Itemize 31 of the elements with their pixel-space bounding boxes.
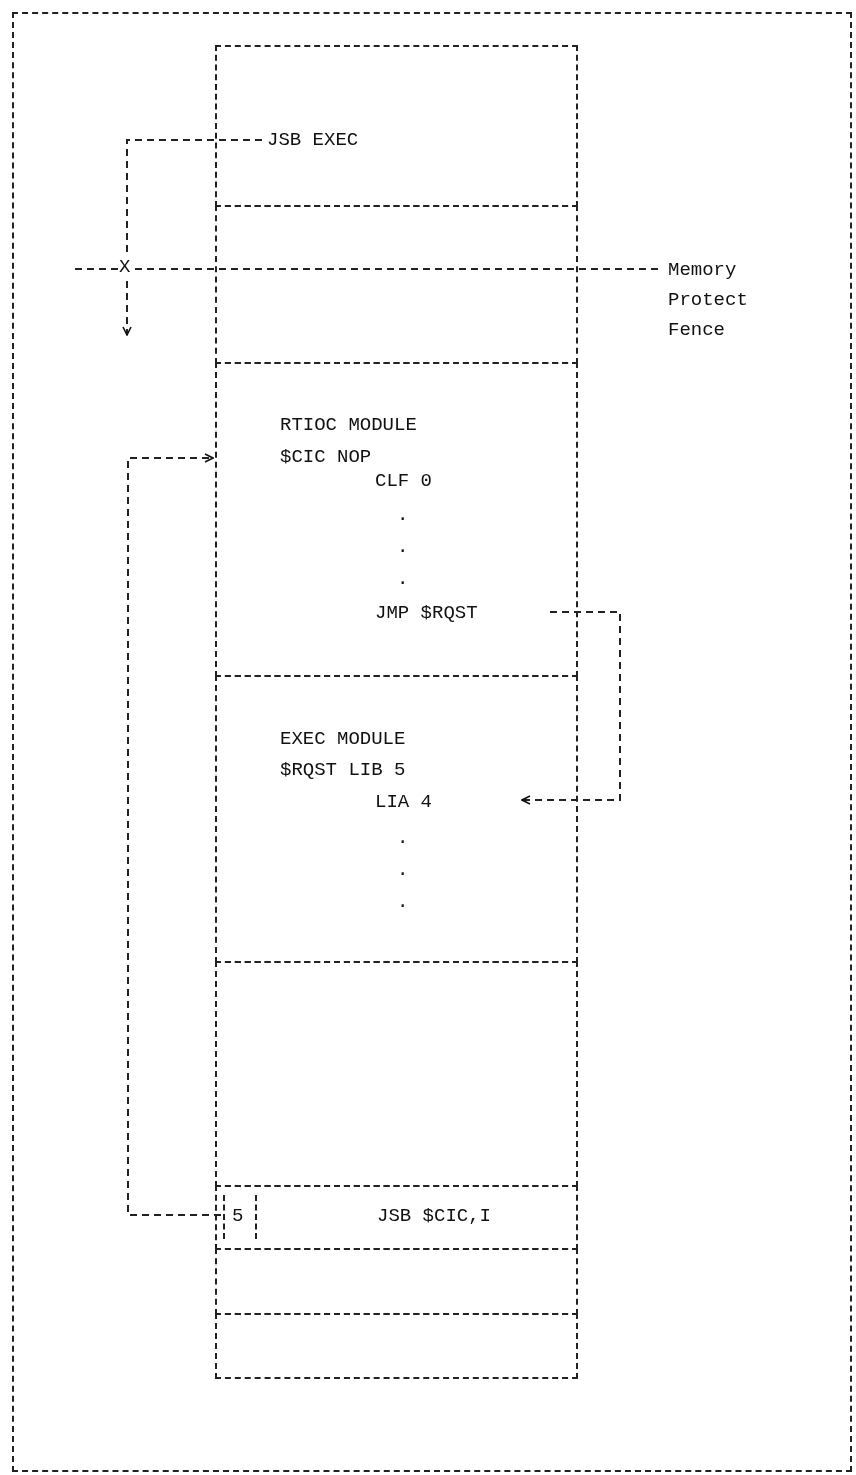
ellipsis-dot: . xyxy=(397,568,409,590)
code-line: LIA 4 xyxy=(375,791,432,813)
ellipsis-dot: . xyxy=(397,891,409,913)
code-line: CLF 0 xyxy=(375,470,432,492)
code-line: $RQST LIB 5 xyxy=(280,759,406,781)
ellipsis-dot: . xyxy=(397,504,409,526)
memory-block xyxy=(215,675,578,963)
memory-block xyxy=(215,961,578,1187)
memory-cell xyxy=(223,1195,257,1239)
fence-label: Memory Protect Fence xyxy=(668,258,749,343)
ellipsis-dot: . xyxy=(397,827,409,849)
arrow xyxy=(122,139,263,336)
module-title: EXEC MODULE xyxy=(280,728,406,750)
arrow xyxy=(127,453,222,1216)
instruction-text: JSB EXEC xyxy=(267,129,359,151)
memory-block xyxy=(215,362,578,677)
memory-block xyxy=(215,1185,578,1250)
fence-line xyxy=(74,268,661,270)
code-line: $CIC NOP xyxy=(280,446,372,468)
crossing-mark: X xyxy=(119,256,131,278)
instruction-text: JSB $CIC,I xyxy=(377,1205,492,1227)
arrow xyxy=(521,611,621,805)
module-title: RTIOC MODULE xyxy=(280,414,417,436)
memory-block xyxy=(215,1248,578,1315)
cell-value: 5 xyxy=(232,1205,244,1227)
memory-block xyxy=(215,205,578,364)
code-line: JMP $RQST xyxy=(375,602,478,624)
ellipsis-dot: . xyxy=(397,536,409,558)
memory-block xyxy=(215,45,578,207)
ellipsis-dot: . xyxy=(397,859,409,881)
memory-block xyxy=(215,1313,578,1379)
